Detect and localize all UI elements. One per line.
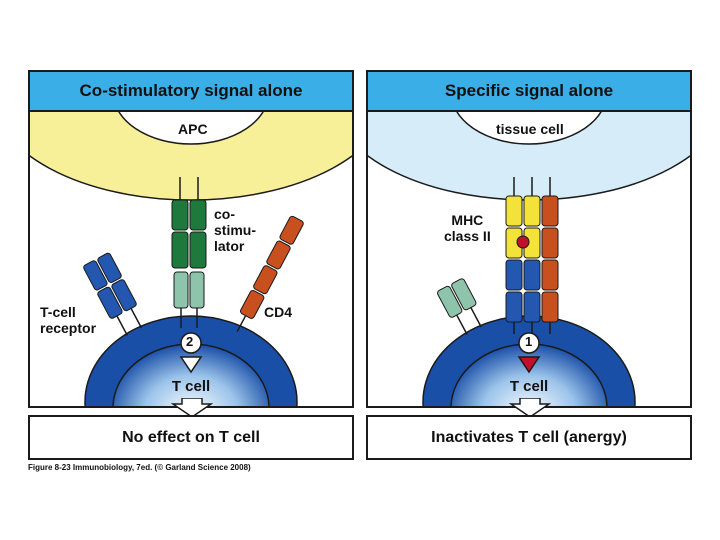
signal-number: 2 <box>186 334 194 349</box>
right-outcome-arrow <box>509 398 551 418</box>
signal-2-marker <box>180 332 202 354</box>
mhc-class-ii-molecule <box>505 195 559 334</box>
left-panel-header: Co-stimulatory signal alone <box>30 72 352 112</box>
cd4-label: CD4 <box>264 304 293 320</box>
left-panel: Co-stimulatory signal alone <box>28 70 354 408</box>
apc-label: APC <box>178 121 208 137</box>
left-outcome-box: No effect on T cell <box>28 415 354 460</box>
t-cell-receptor <box>83 252 143 336</box>
costimulator-molecule <box>171 199 207 328</box>
figure-caption: Figure 8-23 Immunobiology, 7ed. (© Garla… <box>28 463 251 472</box>
right-outcome-box: Inactivates T cell (anergy) <box>366 415 692 460</box>
signal-1-arrow <box>517 356 541 374</box>
signal-1-marker <box>518 332 540 354</box>
costimulator-label: co- stimu- lator <box>214 206 256 254</box>
mhc-label: MHC class II <box>444 212 491 244</box>
tcr-label: T-cell receptor <box>40 304 97 336</box>
signal-2-arrow <box>179 356 203 374</box>
unbound-costimulator-receptor <box>437 278 482 335</box>
cd4-molecule <box>236 215 304 332</box>
t-cell-label: T cell <box>509 378 549 395</box>
signal-number: 1 <box>525 334 533 349</box>
right-panel-header: Specific signal alone <box>368 72 690 112</box>
tissue-cell-label: tissue cell <box>496 121 564 137</box>
t-cell-label: T cell <box>171 378 211 395</box>
right-panel: Specific signal alone <box>366 70 692 408</box>
left-outcome-arrow <box>171 398 213 418</box>
